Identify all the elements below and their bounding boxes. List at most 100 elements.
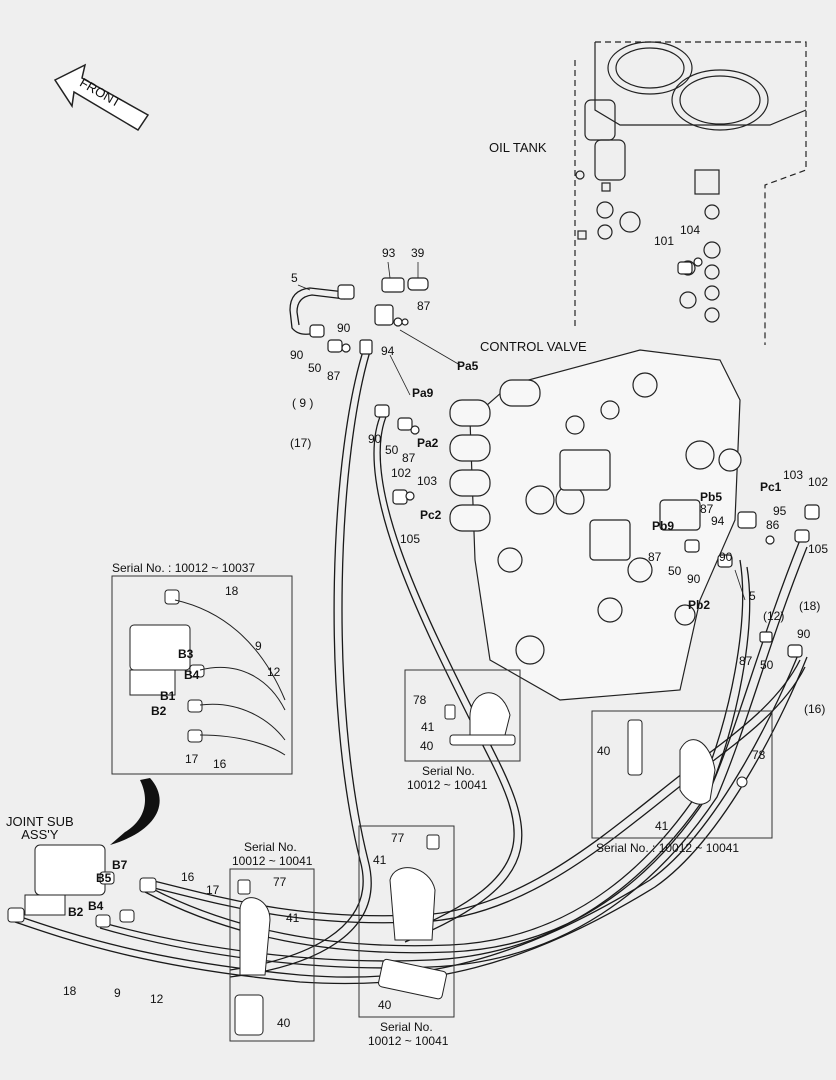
part-number: 93 xyxy=(382,246,396,260)
part-number: 39 xyxy=(411,246,425,260)
part-number: 9 xyxy=(114,986,121,1000)
part-number: 9 xyxy=(255,639,262,653)
part-number: ( 9 ) xyxy=(292,396,314,410)
part-number: 86 xyxy=(766,518,780,532)
part-number: 105 xyxy=(808,542,829,556)
part-number: 5 xyxy=(291,271,298,285)
part-number: 103 xyxy=(417,474,438,488)
control-valve-title: CONTROL VALVE xyxy=(480,339,587,354)
part-number: 18 xyxy=(63,984,77,998)
port-label: Pa2 xyxy=(417,436,439,450)
part-number: 87 xyxy=(700,502,714,516)
part-number: 103 xyxy=(783,468,804,482)
port-label: Pa9 xyxy=(412,386,434,400)
control-valve-drawing xyxy=(449,349,742,701)
serial-label-inset-main: Serial No. : 10012 ~ 10037 xyxy=(112,561,256,575)
part-number: 90 xyxy=(687,572,701,586)
port-label: Pc1 xyxy=(760,480,782,494)
inset-pointer-arrow xyxy=(110,778,160,845)
part-number: 12 xyxy=(267,665,281,679)
port-label: Pb5 xyxy=(700,490,723,504)
part-number: 87 xyxy=(648,550,662,564)
part-number: 50 xyxy=(668,564,682,578)
port-label: B2 xyxy=(151,704,167,718)
part-number: 41 xyxy=(421,720,435,734)
oil-tank-title: OIL TANK xyxy=(489,140,547,155)
part-number: 17 xyxy=(185,752,199,766)
part-number: 87 xyxy=(417,299,431,313)
part-number: 41 xyxy=(655,819,669,833)
part-number: 40 xyxy=(378,998,392,1012)
part-number: 18 xyxy=(225,584,239,598)
serial-label-center-2: 10012 ~ 10041 xyxy=(407,778,488,792)
part-number: (16) xyxy=(804,702,826,716)
hose-bundle xyxy=(14,287,808,985)
part-number: 101 xyxy=(654,234,675,248)
part-number: 78 xyxy=(413,693,427,707)
part-number: 87 xyxy=(327,369,341,383)
part-number: 90 xyxy=(290,348,304,362)
part-number: 87 xyxy=(739,654,753,668)
part-number: 78 xyxy=(752,748,766,762)
part-number: (18) xyxy=(799,599,821,613)
port-label: B5 xyxy=(96,871,112,885)
part-number: 40 xyxy=(597,744,611,758)
oil-tank-drawing xyxy=(574,41,807,345)
part-number: 77 xyxy=(273,875,287,889)
part-number: 102 xyxy=(808,475,829,489)
part-number: 94 xyxy=(381,344,395,358)
center-clamp xyxy=(444,692,516,746)
part-number: 41 xyxy=(373,853,387,867)
part-number: 16 xyxy=(181,870,195,884)
port-label: Pb9 xyxy=(652,519,675,533)
part-number: 87 xyxy=(402,451,416,465)
port-label: B4 xyxy=(88,899,104,913)
joint-sub-title: JOINT SUB ASS'Y xyxy=(6,814,74,842)
serial-label-inset-right: Serial No. : 10012 ~ 10041 xyxy=(596,841,740,855)
port-label: B2 xyxy=(68,905,84,919)
joint-sub-assy-drawing xyxy=(7,844,157,928)
part-number: 90 xyxy=(337,321,351,335)
part-number: 104 xyxy=(680,223,701,237)
inset-right-clamp xyxy=(627,719,748,805)
part-number: 50 xyxy=(760,658,774,672)
part-number: 94 xyxy=(711,514,725,528)
part-number: (12) xyxy=(763,609,785,623)
part-number: 16 xyxy=(213,757,227,771)
serial-label-bc-2: 10012 ~ 10041 xyxy=(368,1034,449,1048)
port-label: B4 xyxy=(184,668,200,682)
part-number: (17) xyxy=(290,436,312,450)
bottom-center-clamp xyxy=(378,834,447,1000)
serial-label-bl-2: 10012 ~ 10041 xyxy=(232,854,313,868)
part-number: 77 xyxy=(391,831,405,845)
port-label: Pc2 xyxy=(420,508,442,522)
part-number: 5 xyxy=(749,589,756,603)
part-number: 105 xyxy=(400,532,421,546)
part-number: 40 xyxy=(277,1016,291,1030)
part-number: 12 xyxy=(150,992,164,1006)
part-number: 17 xyxy=(206,883,220,897)
front-arrow-icon xyxy=(53,63,150,132)
leader-lines xyxy=(297,261,746,601)
port-label: B3 xyxy=(178,647,194,661)
port-label: Pb2 xyxy=(688,598,711,612)
port-label: B7 xyxy=(112,858,128,872)
serial-label-bl-1: Serial No. xyxy=(244,840,297,854)
port-label: B1 xyxy=(160,689,176,703)
inset-joint-drawing xyxy=(129,589,286,756)
bottom-left-clamp xyxy=(234,879,271,1036)
part-number: 90 xyxy=(797,627,811,641)
serial-label-center-1: Serial No. xyxy=(422,764,475,778)
part-number: 90 xyxy=(368,432,382,446)
part-number: 41 xyxy=(286,911,300,925)
part-number: 50 xyxy=(308,361,322,375)
part-number: 95 xyxy=(773,504,787,518)
serial-label-bc-1: Serial No. xyxy=(380,1020,433,1034)
part-number: 50 xyxy=(385,443,399,457)
fittings xyxy=(309,257,820,658)
part-number: 102 xyxy=(391,466,412,480)
part-number: 90 xyxy=(719,550,733,564)
part-number: 40 xyxy=(420,739,434,753)
port-label: Pa5 xyxy=(457,359,479,373)
